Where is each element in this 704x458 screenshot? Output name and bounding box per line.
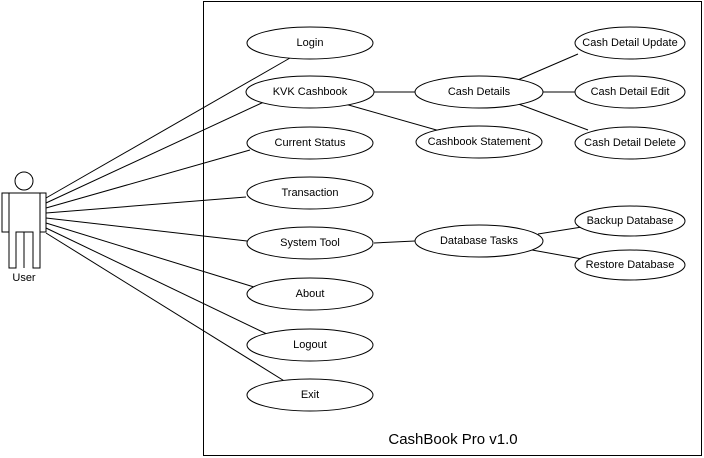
usecase-cash-detail-edit: Cash Detail Edit [574,75,686,109]
usecase-cash-detail-delete-label: Cash Detail Delete [584,137,676,149]
usecase-about: About [246,277,374,311]
assoc-user-login [45,57,291,199]
assoc-user-exit [45,232,287,383]
usecase-restore-database-label: Restore Database [586,259,675,271]
usecase-exit: Exit [246,378,374,412]
usecase-system-tool: System Tool [246,226,374,260]
assoc-user-kvk-cashbook [45,100,267,204]
actor-head [14,171,34,191]
usecase-system-tool-label: System Tool [280,237,340,249]
usecase-current-status: Current Status [246,126,374,160]
usecase-login: Login [246,26,374,60]
usecase-transaction-label: Transaction [281,187,338,199]
assoc-cash-details-delete [512,101,589,131]
assoc-kvk-cashbook-statement [344,103,441,132]
assoc-cash-details-update [512,53,579,83]
usecase-backup-database-label: Backup Database [587,215,674,227]
assoc-user-transaction [45,196,247,214]
assoc-database-tasks-restore [531,249,583,260]
assoc-system-tool-database-tasks [373,240,416,244]
usecase-database-tasks-label: Database Tasks [440,235,519,247]
actor-associations [45,57,291,383]
actor-user: User [1,171,47,284]
usecase-backup-database: Backup Database [574,205,686,237]
usecase-logout: Logout [246,328,374,362]
usecase-current-status-label: Current Status [275,137,346,149]
usecase-restore-database: Restore Database [574,249,686,281]
usecase-login-label: Login [297,37,324,49]
usecase-logout-label: Logout [293,339,327,351]
usecase-cash-details-label: Cash Details [448,86,511,98]
system-boundary [203,1,702,456]
usecase-cash-details: Cash Details [414,75,544,109]
usecase-about-label: About [296,288,325,300]
assoc-user-logout [45,227,270,336]
usecase-cash-detail-update-label: Cash Detail Update [582,37,677,49]
usecase-database-tasks: Database Tasks [414,224,544,258]
usecase-transaction: Transaction [246,176,374,210]
usecase-cash-detail-delete: Cash Detail Delete [574,126,686,160]
assoc-database-tasks-backup [537,226,583,235]
usecase-cash-detail-edit-label: Cash Detail Edit [591,86,670,98]
assoc-user-system-tool [45,217,248,242]
usecase-kvk-cashbook: KVK Cashbook [245,75,375,109]
usecase-exit-label: Exit [301,389,319,401]
usecase-cashbook-statement: Cashbook Statement [415,125,543,159]
actor-label: User [12,272,36,284]
assoc-user-about [45,222,255,288]
assoc-user-current-status [45,149,251,209]
usecase-associations [344,53,589,260]
usecase-kvk-cashbook-label: KVK Cashbook [273,86,348,98]
system-title: CashBook Pro v1.0 [388,431,517,448]
usecase-cashbook-statement-label: Cashbook Statement [428,136,531,148]
usecase-cash-detail-update: Cash Detail Update [574,26,686,60]
